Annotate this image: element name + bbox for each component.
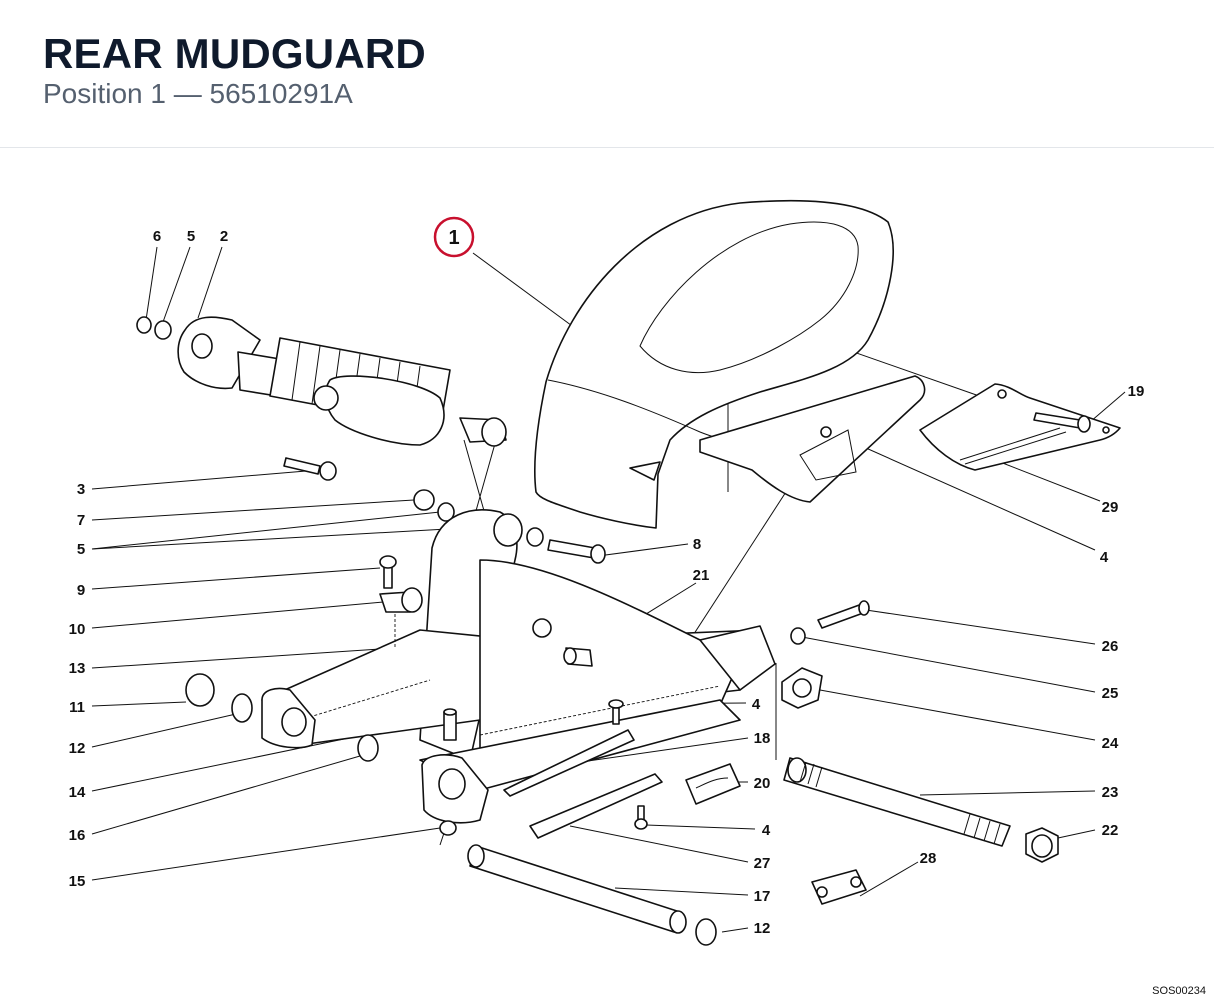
callout-22: 22 — [1102, 822, 1119, 839]
chain-adjuster-24[interactable] — [781, 667, 823, 709]
callout-21: 21 — [693, 567, 710, 584]
page-header: REAR MUDGUARD Position 1 — 56510291A — [0, 0, 1214, 148]
bolt-19[interactable] — [1033, 412, 1091, 433]
rear-mudguard[interactable] — [533, 199, 894, 529]
insert-21[interactable] — [563, 647, 593, 667]
chain-slider-18[interactable] — [503, 729, 635, 797]
spacer-7[interactable] — [413, 489, 435, 511]
callout-4: 4 — [1100, 549, 1109, 566]
callout-4: 4 — [752, 696, 761, 713]
callout-13: 13 — [69, 660, 86, 677]
callout-6: 6 — [153, 228, 161, 245]
spacer-25[interactable] — [790, 627, 806, 645]
callout-18: 18 — [754, 730, 771, 747]
callout-10: 10 — [69, 621, 86, 638]
callout-15: 15 — [69, 873, 86, 890]
insert-14[interactable] — [443, 708, 457, 741]
bolt-8[interactable] — [547, 539, 606, 564]
exploded-parts-diagram: 1 6 5 2 3 7 5 9 10 13 11 12 14 16 15 8 2… — [0, 148, 1214, 1003]
callout-2: 2 — [220, 228, 228, 245]
chain-guard[interactable] — [699, 375, 926, 503]
rear-shock-absorber[interactable] — [136, 316, 507, 447]
washer-5[interactable] — [437, 502, 544, 547]
highlighted-callout[interactable]: 1 — [433, 216, 475, 258]
axle-nut-22[interactable] — [1025, 827, 1059, 863]
screw-4-center[interactable] — [608, 699, 624, 725]
callout-23: 23 — [1102, 784, 1119, 801]
callout-12: 12 — [69, 740, 86, 757]
callout-28: 28 — [920, 850, 937, 867]
callout-25: 25 — [1102, 685, 1119, 702]
callout-9: 9 — [77, 582, 85, 599]
highlight-ring — [433, 216, 475, 258]
callout-3: 3 — [77, 481, 85, 498]
page-title: REAR MUDGUARD — [43, 30, 426, 77]
callout-7: 7 — [77, 512, 85, 529]
wheel-axle-23[interactable] — [783, 757, 1011, 847]
drawing-code: SOS00234 — [1152, 985, 1206, 997]
callout-11: 11 — [69, 699, 85, 716]
bolt-3[interactable] — [283, 457, 337, 481]
callout-27: 27 — [754, 855, 771, 872]
callout-29: 29 — [1102, 499, 1119, 516]
callout-26: 26 — [1102, 638, 1119, 655]
bolt-26[interactable] — [817, 600, 870, 629]
callout-16: 16 — [69, 827, 86, 844]
swingarm[interactable] — [185, 509, 776, 824]
callout-19: 19 — [1128, 383, 1145, 400]
screw-4-lower[interactable] — [634, 805, 648, 830]
clip-10[interactable] — [379, 587, 423, 613]
callout-labels: 6 5 2 3 7 5 9 10 13 11 12 14 16 15 8 21 … — [69, 228, 1145, 937]
support-bracket[interactable] — [919, 383, 1121, 471]
page-subtitle: Position 1 — 56510291A — [43, 78, 353, 109]
callout-5: 5 — [77, 541, 85, 558]
callout-5-top: 5 — [187, 228, 195, 245]
callout-14: 14 — [69, 784, 86, 801]
callout-12: 12 — [754, 920, 771, 937]
callout-8: 8 — [693, 536, 701, 553]
callout-17: 17 — [754, 888, 771, 905]
pivot-shaft-17[interactable] — [467, 844, 687, 934]
callout-24: 24 — [1102, 735, 1119, 752]
bolt-9[interactable] — [379, 555, 397, 589]
label-plate-20[interactable] — [685, 763, 741, 805]
bushing-12-lower[interactable] — [695, 918, 717, 946]
chain-slider-27[interactable] — [529, 773, 663, 839]
callout-1: 1 — [448, 227, 459, 249]
spacer-15[interactable] — [439, 820, 457, 836]
callout-4: 4 — [762, 822, 771, 839]
chain-link-28[interactable] — [811, 869, 867, 905]
callout-20: 20 — [754, 775, 771, 792]
